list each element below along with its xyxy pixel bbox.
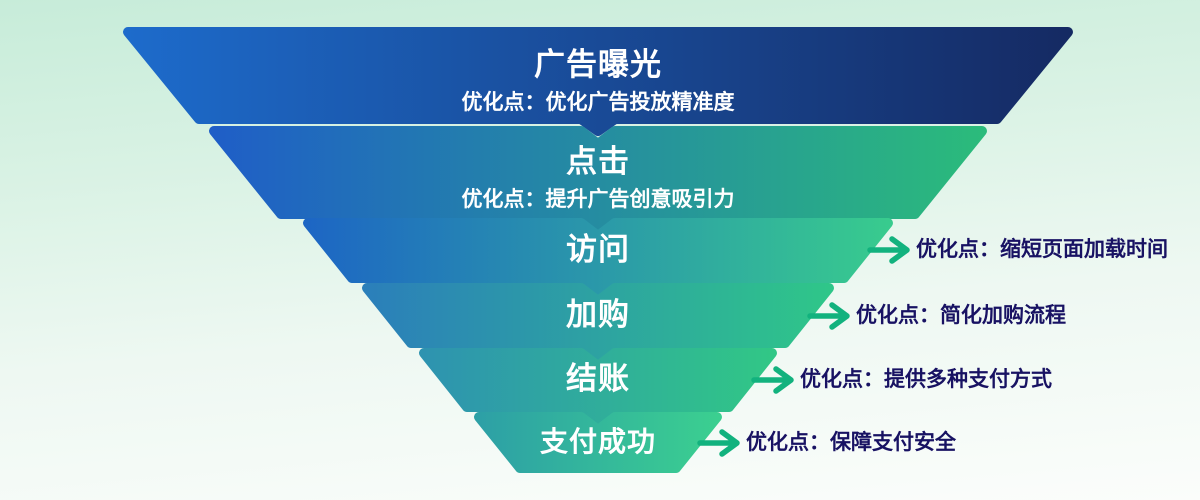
funnel-segment-5	[419, 348, 777, 424]
funnel-segment-4	[362, 283, 834, 360]
level-6-note: 优化点：保障支付安全	[746, 431, 956, 454]
level-3-arrow-icon	[867, 236, 910, 264]
level-2-subtitle: 优化点：提升广告创意吸引力	[461, 187, 735, 211]
level-6-arrow-icon	[697, 429, 740, 457]
funnel-segment-3	[303, 218, 893, 295]
level-5-label-group: 结账	[398, 361, 798, 397]
level-4-arrow-icon	[807, 302, 850, 330]
level-3-title: 访问	[566, 232, 630, 267]
level-5-note: 优化点：提供多种支付方式	[800, 368, 1052, 391]
level-2-label-group: 点击 优化点：提升广告创意吸引力	[198, 144, 998, 212]
level-4-title: 加购	[566, 297, 630, 332]
level-2-title: 点击	[566, 144, 630, 179]
level-1-label-group: 广告曝光 优化点：优化广告投放精准度	[198, 47, 998, 115]
level-5-arrow-icon	[751, 366, 794, 394]
level-5-title: 结账	[566, 361, 630, 396]
level-3-note: 优化点：缩短页面加载时间	[916, 238, 1168, 261]
level-1-title: 广告曝光	[534, 47, 662, 82]
funnel-segment-2	[209, 126, 987, 231]
level-4-note: 优化点：简化加购流程	[856, 304, 1066, 327]
level-6-title: 支付成功	[539, 426, 656, 457]
level-6-label-group: 支付成功	[398, 426, 798, 458]
level-1-subtitle: 优化点：优化广告投放精准度	[461, 90, 735, 114]
funnel-segment-1	[123, 27, 1073, 136]
level-4-label-group: 加购	[398, 297, 798, 333]
funnel-segment-6	[474, 412, 722, 473]
level-3-label-group: 访问	[398, 232, 798, 268]
